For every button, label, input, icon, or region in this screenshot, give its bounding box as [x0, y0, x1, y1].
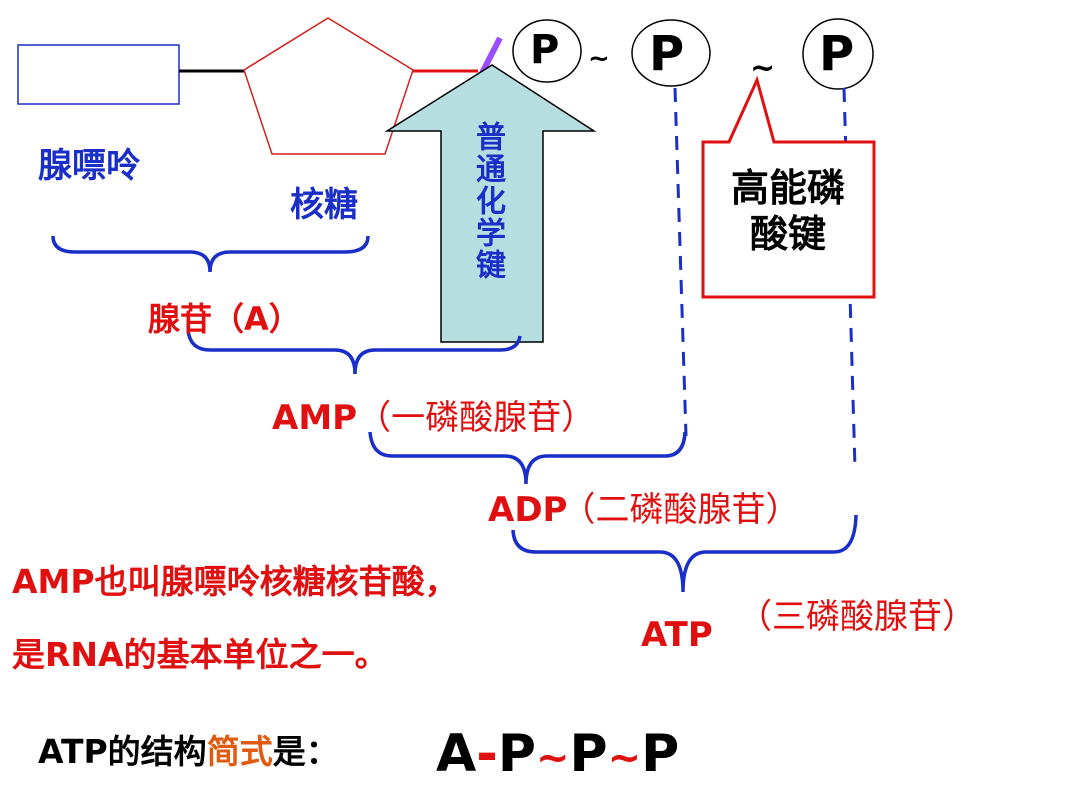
formula-expression: A-P~P~P — [436, 728, 679, 780]
ordinary-bond-mark — [479, 36, 503, 75]
formula-p3: P — [641, 724, 680, 784]
phosphate-label-1: P — [530, 27, 560, 73]
phosphate-circle-3 — [802, 18, 874, 90]
brace-adenosine — [51, 235, 370, 273]
formula-p2: P — [569, 724, 608, 784]
ordinary-bond-arrow — [384, 64, 597, 343]
note-line-2: 是RNA的基本单位之一。 — [12, 635, 388, 674]
tilde-label-2: ~ — [750, 51, 776, 86]
adp-label: ADP（二磷酸腺苷） — [488, 493, 799, 527]
phosphate-label-2: P — [649, 26, 685, 82]
tilde-label-1: ~ — [588, 44, 610, 74]
amp-label: AMP（一磷酸腺苷） — [272, 401, 595, 435]
high-energy-callout — [701, 75, 876, 299]
phosphate-label-3: P — [819, 26, 855, 82]
formula-dash: - — [476, 724, 498, 784]
formula-prefix: ATP的结构 — [38, 732, 207, 771]
atp-description: （三磷酸腺苷） — [738, 597, 976, 637]
formula-tilde1: ~ — [535, 735, 570, 781]
brace-adp — [368, 431, 687, 485]
phosphate-circle-1 — [512, 19, 582, 83]
adp-abbrev: ADP — [488, 490, 568, 530]
formula-a: A — [436, 724, 477, 784]
brace-amp — [186, 329, 522, 375]
formula-caption: ATP的结构简式是： — [38, 735, 339, 768]
phosphate-circle-2 — [631, 19, 711, 87]
ordinary-bond-label: 普通化学键 — [470, 121, 505, 281]
formula-suffix: 是： — [272, 732, 339, 771]
dash-line-3 — [842, 87, 857, 469]
brace-atp — [511, 514, 858, 593]
adenine-label: 腺嘌呤 — [38, 146, 140, 186]
formula-tilde2: ~ — [607, 735, 642, 781]
atp-abbrev: ATP — [641, 615, 713, 655]
amp-abbrev: AMP — [272, 398, 358, 438]
dash-line-2 — [673, 87, 688, 437]
adenine-box — [17, 44, 180, 105]
formula-highlight: 简式 — [206, 732, 273, 771]
ribose-label: 核糖 — [290, 185, 358, 225]
amp-description: （一磷酸腺苷） — [357, 398, 596, 438]
high-energy-bond-label: 高能磷 酸键 — [730, 166, 845, 256]
formula-p1: P — [497, 724, 536, 784]
adenosine-label: 腺苷（A） — [148, 300, 301, 338]
ribose-pentagon — [243, 17, 414, 155]
adp-description: （二磷酸腺苷） — [561, 490, 800, 530]
note-line-1: AMP也叫腺嘌呤核糖核苷酸， — [12, 562, 458, 601]
